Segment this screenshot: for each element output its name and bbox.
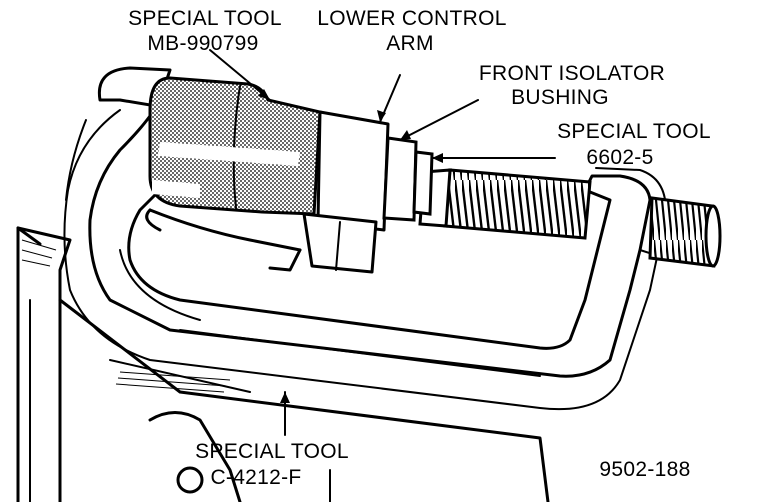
callout-labels: SPECIAL TOOL MB-990799 LOWER CONTROL ARM… — [128, 7, 711, 489]
label-tool-mb-line1: SPECIAL TOOL — [128, 7, 282, 30]
label-tool-c4212-line1: SPECIAL TOOL — [195, 440, 349, 463]
forcing-screw — [418, 168, 722, 268]
label-lower-arm-line1: LOWER CONTROL — [317, 7, 506, 30]
leader-lines — [209, 49, 556, 436]
label-tool-mb-line2: MB-990799 — [147, 32, 258, 55]
label-lower-arm-line2: ARM — [386, 32, 434, 55]
label-tool-6602-line1: SPECIAL TOOL — [557, 120, 711, 143]
receiver-cup — [148, 76, 322, 216]
label-bushing-line2: BUSHING — [511, 86, 609, 109]
label-bushing-line1: FRONT ISOLATOR — [479, 62, 665, 85]
leader-mb-990799 — [209, 49, 271, 101]
leader-bushing — [399, 99, 479, 141]
control-arm-housing — [145, 110, 434, 274]
label-tool-6602-line2: 6602-5 — [586, 146, 653, 169]
bolt-hole — [176, 466, 204, 494]
figure-number: 9502-188 — [599, 458, 690, 481]
label-tool-c4212-line2: C-4212-F — [210, 466, 301, 489]
